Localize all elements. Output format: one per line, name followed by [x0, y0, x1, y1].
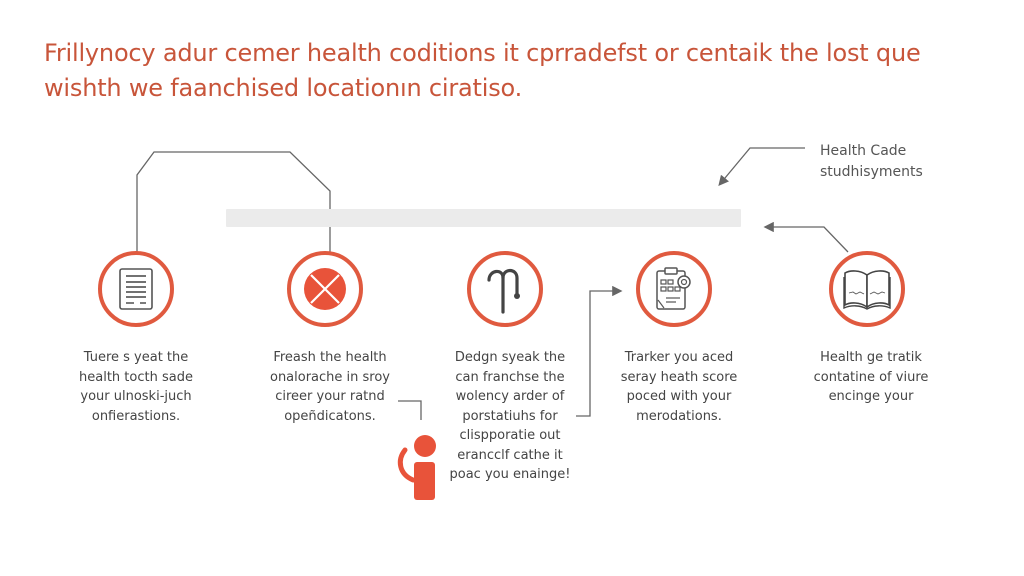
step-3-circle	[467, 251, 543, 327]
book-arrow	[763, 221, 849, 253]
callout-label: Health Cade studhisyments	[820, 141, 923, 183]
cane-icon	[487, 268, 520, 314]
step-4-caption: Trarker you aced seray heath score poced…	[620, 350, 738, 424]
progress-bar	[226, 209, 741, 227]
open-book-icon	[843, 270, 891, 310]
step-1-circle	[98, 251, 174, 327]
callout-line-1: Health Cade	[820, 143, 907, 159]
step-3-caption: Dedgn syeak the can franchse the wolency…	[449, 350, 571, 482]
person-icon	[397, 435, 436, 500]
bracket-connector-step3-step4	[576, 285, 623, 417]
step-1-caption: Tuere s yeat the health tocth sade your …	[79, 350, 193, 424]
bracket-connector-step1-step2	[136, 151, 331, 252]
step-4-circle	[636, 251, 712, 327]
title-line-2: wishth we faanchised locationın ciratiso…	[44, 74, 523, 102]
document-icon	[119, 268, 153, 310]
person-connector	[398, 400, 422, 420]
title-line-1: Frillynocy adur cemer health coditions i…	[44, 39, 921, 67]
diagram-title: Frillynocy adur cemer health coditions i…	[44, 36, 944, 106]
step-5-circle	[829, 251, 905, 327]
step-5-caption: Health ge tratik contatine of viure enci…	[813, 350, 929, 404]
clipboard-icon	[656, 267, 691, 310]
step-2-caption: Freash the health onalorache in sroy cir…	[269, 350, 390, 424]
callout-line-2: studhisyments	[820, 164, 923, 180]
cancel-x-icon	[304, 268, 346, 310]
callout-arrow	[718, 147, 805, 186]
step-2-circle	[287, 251, 363, 327]
